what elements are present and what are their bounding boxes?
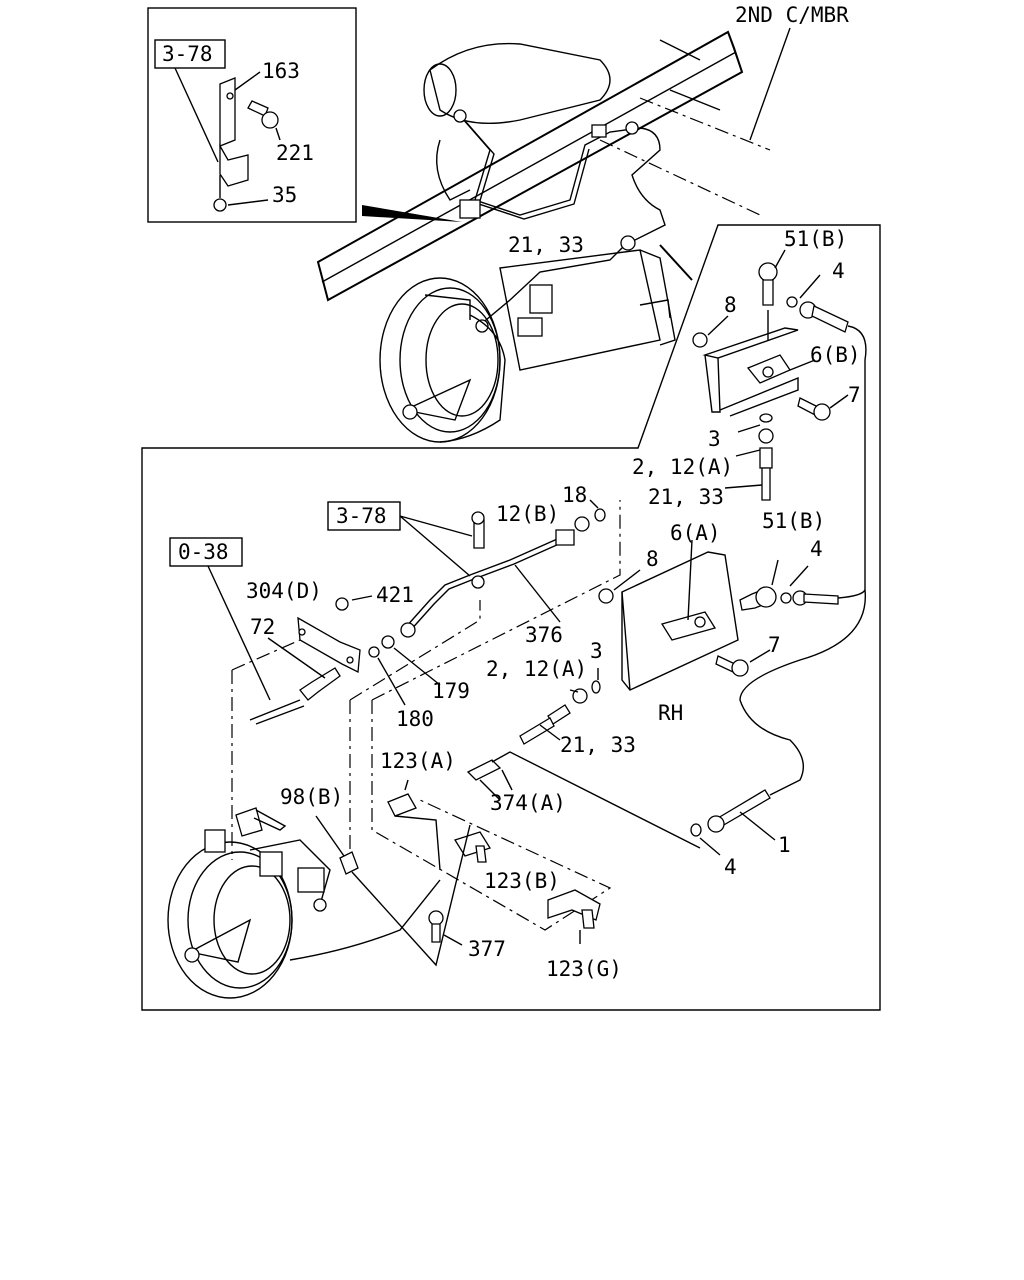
label-part-180: 180 xyxy=(396,707,434,731)
label-part-12b: 12(B) xyxy=(496,502,559,526)
ref-box-3-78-top xyxy=(154,39,226,69)
label-part-163: 163 xyxy=(262,59,300,83)
label-ref-3-78-top: 3-78 xyxy=(162,42,213,66)
label-part-21-33-top: 21, 33 xyxy=(508,233,584,257)
label-part-51b-mid: 51(B) xyxy=(762,509,825,533)
ref-box-0-38 xyxy=(169,537,243,567)
label-part-377: 377 xyxy=(468,937,506,961)
label-part-72: 72 xyxy=(250,615,275,639)
label-part-179: 179 xyxy=(432,679,470,703)
assembly-lower xyxy=(167,499,866,999)
label-part-3-mid: 3 xyxy=(590,639,603,663)
label-part-421: 421 xyxy=(376,583,414,607)
frame-assembly-top xyxy=(316,27,791,443)
label-part-123a: 123(A) xyxy=(380,749,456,773)
label-part-7-top: 7 xyxy=(848,383,861,407)
label-part-304d: 304(D) xyxy=(246,579,322,603)
label-rh: RH xyxy=(658,701,683,725)
label-part-6a: 6(A) xyxy=(670,521,721,545)
label-part-4-top: 4 xyxy=(832,259,845,283)
label-part-98b: 98(B) xyxy=(280,785,343,809)
label-part-6b: 6(B) xyxy=(810,343,861,367)
label-part-51b-top: 51(B) xyxy=(784,227,847,251)
label-part-374a: 374(A) xyxy=(490,791,566,815)
label-part-2-12a-top: 2, 12(A) xyxy=(632,455,733,479)
inset-top-right xyxy=(141,224,881,1011)
part-labels: 2ND C/MBR 3-78 163 221 35 21, 33 51(B) 4… xyxy=(162,3,861,981)
label-frame-member: 2ND C/MBR xyxy=(735,3,849,27)
label-part-2-12a-mid: 2, 12(A) xyxy=(486,657,587,681)
inset-top-left xyxy=(147,7,357,223)
label-part-1: 1 xyxy=(778,833,791,857)
label-ref-3-78-mid: 3-78 xyxy=(336,504,387,528)
label-part-8-mid: 8 xyxy=(646,547,659,571)
label-part-35: 35 xyxy=(272,183,297,207)
label-part-7-mid: 7 xyxy=(768,633,781,657)
label-part-18: 18 xyxy=(562,483,587,507)
label-part-123g: 123(G) xyxy=(546,957,622,981)
label-part-221: 221 xyxy=(276,141,314,165)
label-part-4-mid: 4 xyxy=(810,537,823,561)
label-part-376: 376 xyxy=(525,623,563,647)
label-part-123b: 123(B) xyxy=(484,869,560,893)
label-part-8-top: 8 xyxy=(724,293,737,317)
label-part-4-low: 4 xyxy=(724,855,737,879)
label-part-3-top: 3 xyxy=(708,427,721,451)
label-part-21-33-right: 21, 33 xyxy=(648,485,724,509)
label-ref-0-38: 0-38 xyxy=(178,540,229,564)
label-part-21-33-mid: 21, 33 xyxy=(560,733,636,757)
